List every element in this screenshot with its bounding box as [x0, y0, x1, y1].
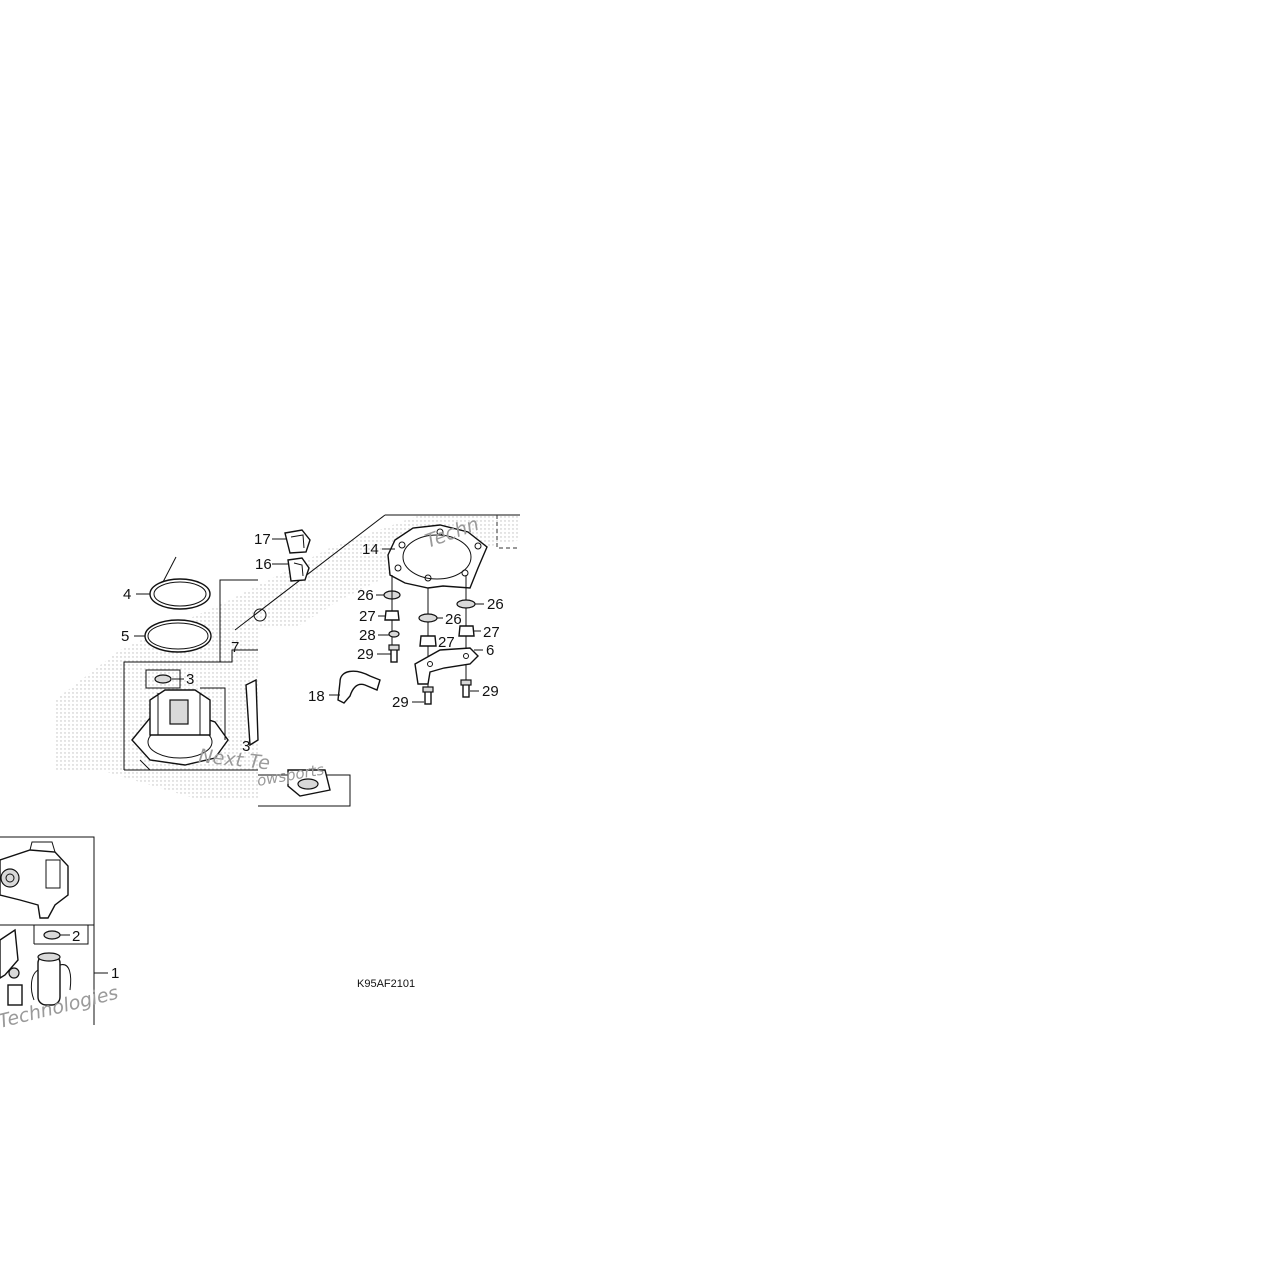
pump-flange [131, 689, 229, 771]
lower-left-diagram: 2 1 Technologies [0, 836, 121, 1033]
callout-26c: 26 [487, 596, 504, 613]
callout-6: 6 [486, 642, 494, 659]
fuel-filter [0, 928, 23, 1006]
part-17-clip [284, 529, 311, 554]
callout-27b: 27 [438, 634, 455, 651]
pump-connector [0, 841, 69, 919]
washer-26-right [456, 599, 476, 609]
part-18-strap [329, 670, 381, 704]
callout-14: 14 [362, 541, 379, 558]
part-6-bracket [414, 647, 479, 685]
cut-part-right [245, 678, 259, 747]
callout-28: 28 [359, 627, 376, 644]
part-2-box [33, 924, 89, 945]
callout-3b: 3 [242, 738, 250, 755]
callout-27a: 27 [359, 608, 376, 625]
callout-26a: 26 [357, 587, 374, 604]
nut-27-right [458, 625, 475, 637]
diagram-code: K95AF2101 [357, 978, 415, 990]
bolt-29-left [388, 644, 400, 663]
part-4-oring [149, 556, 211, 610]
upper-diagram: 4 5 7 3 3 17 16 14 26 27 28 29 26 27 26 … [55, 513, 520, 812]
lower-fragment [258, 769, 351, 807]
nut-27-middle [419, 635, 437, 647]
bolt-29-middle [422, 686, 434, 705]
part-2-washer [43, 930, 61, 940]
callout-4: 4 [123, 586, 131, 603]
frame-right-dashed [496, 515, 518, 549]
assembly-7-frame [123, 649, 258, 770]
callout-27c: 27 [483, 624, 500, 641]
callout-1: 1 [111, 965, 119, 982]
bolt-29-right [460, 679, 472, 698]
cut-ring-right [253, 608, 267, 622]
callout-29a: 29 [357, 646, 374, 663]
fuel-pump-motor [30, 952, 72, 1006]
washer-28 [388, 630, 400, 638]
callout-29c: 29 [482, 683, 499, 700]
leader-3b [200, 687, 226, 740]
part-5-oring [144, 619, 212, 653]
part-16-clip [287, 557, 310, 582]
callout-17: 17 [254, 531, 271, 548]
nut-27-left [384, 610, 400, 621]
lower-frame [0, 836, 95, 1025]
callout-29b: 29 [392, 694, 409, 711]
callout-7: 7 [231, 639, 239, 656]
callout-5: 5 [121, 628, 129, 645]
callout-18: 18 [308, 688, 325, 705]
washer-26-middle [418, 613, 438, 623]
callout-3a: 3 [186, 671, 194, 688]
assembly-7-bracket [219, 579, 258, 662]
diagonal-leader [234, 514, 386, 631]
callout-26b: 26 [445, 611, 462, 628]
callout-2: 2 [72, 928, 80, 945]
part-14-gasket [387, 524, 488, 589]
callout-16: 16 [255, 556, 272, 573]
